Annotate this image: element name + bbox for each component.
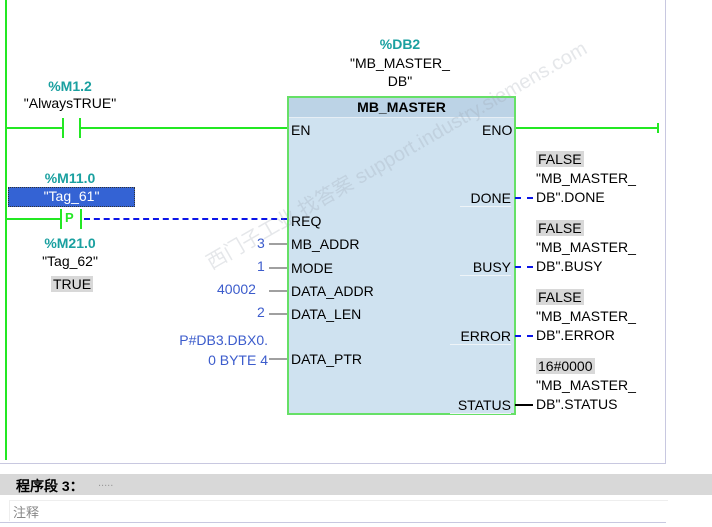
block-type-header: MB_MASTER [289, 98, 514, 118]
p-contact[interactable] [60, 209, 62, 229]
input-wire [269, 313, 287, 315]
pin-status: STATUS [450, 397, 511, 414]
instance-db-line2: DB" [387, 73, 413, 89]
rung-wire [6, 127, 63, 129]
busy-tag-line2: DB".BUSY [536, 258, 603, 274]
pin-done: DONE [460, 190, 511, 207]
pin-busy: BUSY [460, 259, 511, 276]
status-output[interactable]: 16#0000 "MB_MASTER_ DB".STATUS [536, 357, 636, 414]
mode-value[interactable]: 1 [257, 258, 265, 274]
contact-address: %M11.0 [44, 170, 96, 186]
rung-wire [80, 127, 288, 129]
power-rail [5, 0, 7, 460]
network-3-header[interactable]: 程序段 3： ..... [0, 474, 712, 495]
done-value: FALSE [536, 151, 584, 167]
eno-wire [515, 127, 659, 129]
edge-memory-tag[interactable]: "Tag_62" [42, 253, 98, 269]
instance-db-line1: "MB_MASTER_ [350, 55, 450, 71]
contact-no[interactable] [62, 118, 64, 138]
network-3-title-placeholder[interactable]: ..... [98, 477, 114, 489]
pin-eno: ENO [482, 122, 513, 138]
data-ptr-value[interactable]: P#DB3.DBX0. 0 BYTE 4 [160, 330, 268, 370]
pin-mb-addr: MB_ADDR [291, 236, 360, 252]
p-contact [80, 209, 82, 229]
eno-wire-end [657, 123, 659, 133]
contact-tag[interactable]: "AlwaysTRUE" [23, 95, 117, 111]
pin-error: ERROR [450, 328, 511, 345]
done-output[interactable]: FALSE "MB_MASTER_ DB".DONE [536, 150, 636, 207]
input-wire [269, 267, 287, 269]
busy-tag-line1: "MB_MASTER_ [536, 239, 636, 255]
comment-placeholder: 注释 [13, 505, 40, 520]
data-ptr-line1: P#DB3.DBX0. [179, 332, 268, 348]
input-wire [269, 243, 287, 245]
error-output[interactable]: FALSE "MB_MASTER_ DB".ERROR [536, 288, 636, 345]
req-wire [84, 218, 287, 220]
error-tag-line1: "MB_MASTER_ [536, 308, 636, 324]
pin-data-len: DATA_LEN [291, 306, 362, 322]
done-tag-line2: DB".DONE [536, 189, 605, 205]
instance-db-name[interactable]: "MB_MASTER_ DB" [330, 54, 470, 90]
pin-en: EN [291, 122, 311, 138]
instance-db-address: %DB2 [379, 36, 421, 52]
contact-tag-selected[interactable]: "Tag_61" [8, 187, 135, 207]
pin-data-addr: DATA_ADDR [291, 283, 374, 299]
data-ptr-line2: 0 BYTE 4 [208, 352, 268, 368]
network-3-comment[interactable]: 注释 [9, 500, 668, 521]
edge-memory-address: %M21.0 [44, 235, 96, 251]
status-tag-line2: DB".STATUS [536, 396, 618, 412]
contact-address: %M1.2 [48, 78, 92, 94]
mb-addr-value[interactable]: 3 [257, 235, 265, 251]
output-wire [515, 404, 533, 406]
output-wire [515, 266, 533, 268]
done-tag-line1: "MB_MASTER_ [536, 170, 636, 186]
output-wire [515, 197, 533, 199]
pin-mode: MODE [291, 260, 333, 276]
busy-value: FALSE [536, 220, 584, 236]
rung-wire [6, 218, 61, 220]
error-value: FALSE [536, 289, 584, 305]
status-value: 16#0000 [536, 358, 595, 374]
output-wire [515, 335, 533, 337]
network-3-bottom [0, 522, 666, 523]
p-contact-label: P [65, 210, 74, 225]
status-tag-line1: "MB_MASTER_ [536, 377, 636, 393]
network-frame-bottom [0, 463, 666, 464]
input-wire [269, 358, 287, 360]
input-wire [269, 290, 287, 292]
error-tag-line2: DB".ERROR [536, 327, 615, 343]
network-frame-right [665, 0, 666, 463]
busy-output[interactable]: FALSE "MB_MASTER_ DB".BUSY [536, 219, 636, 276]
network-3-title: 程序段 3： [16, 478, 84, 494]
edge-memory-value: TRUE [51, 276, 93, 292]
data-len-value[interactable]: 2 [257, 304, 265, 320]
mb-master-block[interactable]: MB_MASTER [287, 96, 516, 415]
data-addr-value[interactable]: 40002 [217, 281, 256, 297]
pin-req: REQ [291, 213, 322, 229]
pin-data-ptr: DATA_PTR [291, 351, 363, 367]
